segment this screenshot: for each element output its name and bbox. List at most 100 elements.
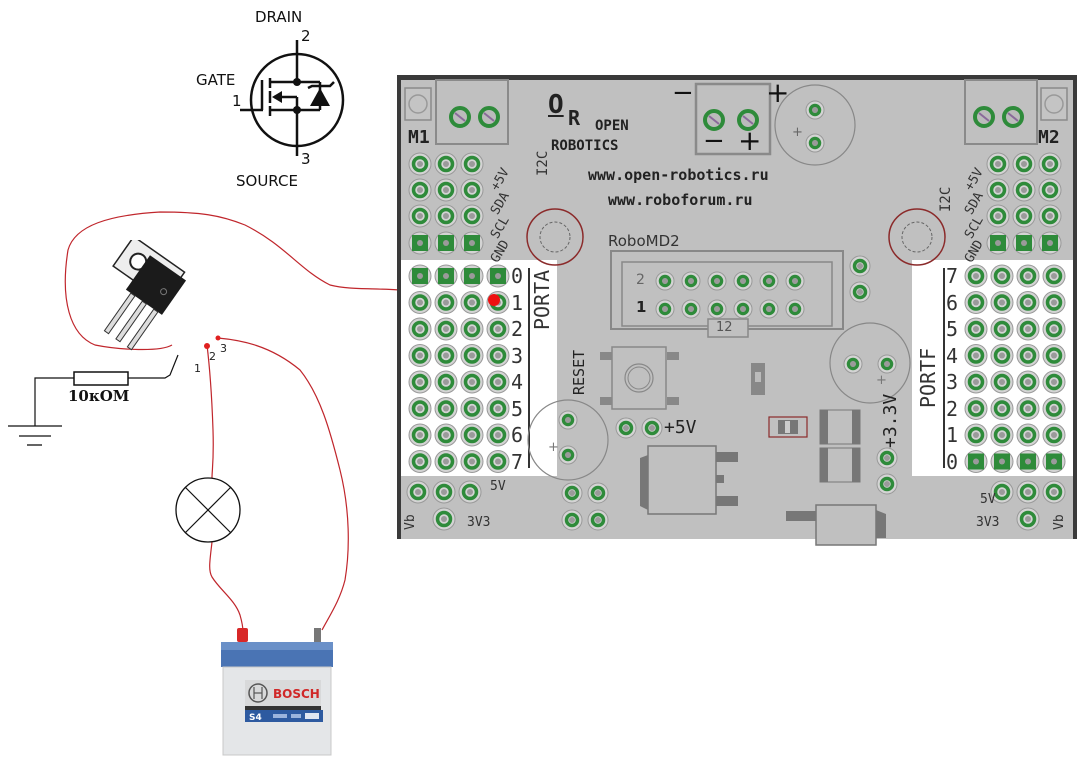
i2c-left-pad[interactable] <box>460 178 484 202</box>
plus5v-pad[interactable] <box>615 417 637 439</box>
header-pad[interactable] <box>681 271 701 291</box>
porta-pad[interactable] <box>408 264 432 288</box>
aux-pad[interactable] <box>587 482 609 504</box>
url-open-robotics[interactable]: www.open-robotics.ru <box>588 166 769 184</box>
power-right-pad[interactable] <box>1016 480 1040 504</box>
power-screw-minus[interactable] <box>703 109 725 131</box>
portf-pad[interactable] <box>964 264 988 288</box>
porta-pad[interactable] <box>460 291 484 314</box>
porta-pad[interactable] <box>460 344 484 367</box>
i2c-right-pad[interactable] <box>1012 204 1036 228</box>
porta-pad[interactable] <box>408 317 432 341</box>
portf-pad[interactable] <box>990 264 1014 288</box>
portf-pad[interactable] <box>964 423 988 447</box>
portf-pad[interactable] <box>964 450 988 473</box>
portf-pad[interactable] <box>1042 264 1066 288</box>
portf-pad[interactable] <box>990 450 1014 473</box>
i2c-right-pad[interactable] <box>1038 152 1062 176</box>
porta-pad[interactable] <box>434 344 458 367</box>
i2c-left-pad[interactable] <box>434 204 458 228</box>
porta-pad[interactable] <box>434 397 458 420</box>
i2c-left-pad[interactable] <box>408 231 432 255</box>
portf-pad[interactable] <box>990 344 1014 367</box>
power-left-pad[interactable] <box>406 480 430 504</box>
i2c-right-pad[interactable] <box>986 178 1010 202</box>
power-right-pad[interactable] <box>990 480 1014 504</box>
portf-pad[interactable] <box>1042 344 1066 367</box>
power-left-pad[interactable] <box>458 480 482 504</box>
portf-pad[interactable] <box>990 397 1014 420</box>
porta-pad[interactable] <box>486 264 510 288</box>
portf-pad[interactable] <box>990 370 1014 394</box>
header-pad[interactable] <box>785 299 805 319</box>
portf-pad[interactable] <box>1016 423 1040 447</box>
porta-pad[interactable] <box>486 317 510 341</box>
header-pad[interactable] <box>785 271 805 291</box>
power-left-pad[interactable] <box>432 480 456 504</box>
i2c-left-pad[interactable] <box>408 204 432 228</box>
header-pad[interactable] <box>655 299 675 319</box>
i2c-right-pad[interactable] <box>986 152 1010 176</box>
porta-pad[interactable] <box>486 423 510 447</box>
porta-pad[interactable] <box>408 450 432 473</box>
i2c-left-pad[interactable] <box>460 204 484 228</box>
portf-pad[interactable] <box>964 370 988 394</box>
portf-pad[interactable] <box>1042 450 1066 473</box>
header-pad[interactable] <box>707 299 727 319</box>
porta-pad[interactable] <box>408 291 432 314</box>
plus5v-pad[interactable] <box>641 417 663 439</box>
capacitor-top-pad[interactable] <box>805 100 825 120</box>
porta-pad[interactable] <box>460 317 484 341</box>
reset-button[interactable] <box>611 346 667 410</box>
portf-pad[interactable] <box>964 291 988 314</box>
portf-pad[interactable] <box>964 397 988 420</box>
porta-pad[interactable] <box>408 423 432 447</box>
header-pad[interactable] <box>733 299 753 319</box>
porta-pad[interactable] <box>408 344 432 367</box>
aux-pad[interactable] <box>561 509 583 531</box>
header-pad[interactable] <box>733 271 753 291</box>
porta-pad[interactable] <box>460 264 484 288</box>
portf-pad[interactable] <box>990 317 1014 341</box>
i2c-left-pad[interactable] <box>408 178 432 202</box>
i2c-right-pad[interactable] <box>986 231 1010 255</box>
portf-pad[interactable] <box>1016 450 1040 473</box>
i2c-left-pad[interactable] <box>434 178 458 202</box>
header-pad[interactable] <box>759 299 779 319</box>
porta-pad[interactable] <box>434 317 458 341</box>
portf-pad[interactable] <box>990 423 1014 447</box>
portf-pad[interactable] <box>964 344 988 367</box>
aux-pad[interactable] <box>561 482 583 504</box>
portf-pad[interactable] <box>1016 264 1040 288</box>
portf-pad[interactable] <box>1042 423 1066 447</box>
i2c-left-pad[interactable] <box>434 231 458 255</box>
capacitor-right-pad[interactable] <box>843 354 863 374</box>
header-pad[interactable] <box>655 271 675 291</box>
porta-pad[interactable] <box>434 423 458 447</box>
portf-pad[interactable] <box>1042 370 1066 394</box>
porta-pad[interactable] <box>486 344 510 367</box>
porta-pad[interactable] <box>408 397 432 420</box>
portf-pad[interactable] <box>1016 291 1040 314</box>
capacitor-left-pad[interactable] <box>558 445 578 465</box>
portf-pad[interactable] <box>990 291 1014 314</box>
power-right-pad[interactable] <box>1042 480 1066 504</box>
m1-terminal-block[interactable] <box>435 79 509 145</box>
power-screw-plus[interactable] <box>737 109 759 131</box>
capacitor-left-pad[interactable] <box>558 410 578 430</box>
portf-pad[interactable] <box>1016 397 1040 420</box>
portf-pad[interactable] <box>1042 397 1066 420</box>
m1-screw-1[interactable] <box>449 106 471 128</box>
power-right-pad[interactable] <box>1016 507 1040 531</box>
i2c-right-pad[interactable] <box>986 204 1010 228</box>
plus33v-pad[interactable] <box>876 447 898 469</box>
header-pad[interactable] <box>759 271 779 291</box>
porta-pad[interactable] <box>486 370 510 394</box>
capacitor-top-pad[interactable] <box>805 133 825 153</box>
porta-pad[interactable] <box>460 423 484 447</box>
porta-pad[interactable] <box>460 370 484 394</box>
aux-pad[interactable] <box>587 509 609 531</box>
portf-pad[interactable] <box>1016 317 1040 341</box>
portf-pad[interactable] <box>1016 370 1040 394</box>
porta-pad[interactable] <box>434 264 458 288</box>
